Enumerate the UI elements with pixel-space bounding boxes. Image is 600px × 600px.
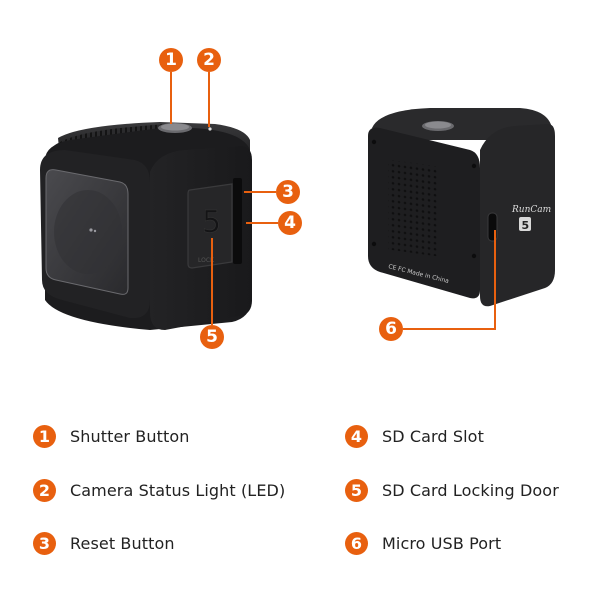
legend-item-sd-card-locking-door: 5 SD Card Locking Door [345, 478, 559, 502]
front-callout-lines [170, 72, 278, 325]
callout-badge-4: 4 [278, 211, 302, 235]
camera-illustration: 5 LOCK CE FC Made in China RunCam [40, 72, 555, 330]
callout-badge-6: 6 [379, 317, 403, 341]
svg-text:5: 5 [522, 219, 530, 232]
legend-number-badge: 5 [345, 478, 368, 502]
legend-label: Micro USB Port [382, 533, 502, 553]
callout-badge-5: 5 [200, 325, 224, 349]
legend-item-sd-card-slot: 4 SD Card Slot [345, 424, 484, 448]
legend-label: SD Card Slot [382, 426, 484, 446]
legend-label: Camera Status Light (LED) [70, 480, 286, 500]
back-callout-line [403, 230, 496, 330]
legend-number-badge: 2 [33, 478, 56, 502]
legend-item-reset-button: 3 Reset Button [33, 531, 175, 555]
svg-text:5: 5 [202, 205, 221, 240]
legend-number-badge: 1 [33, 424, 56, 448]
legend-item-micro-usb-port: 6 Micro USB Port [345, 531, 501, 555]
legend-label: SD Card Locking Door [382, 480, 559, 500]
legend-item-shutter-button: 1 Shutter Button [33, 424, 190, 448]
callout-badge-1: 1 [159, 48, 183, 72]
legend-number-badge: 4 [345, 424, 368, 448]
legend-number-badge: 6 [345, 531, 368, 555]
callout-badge-2: 2 [197, 48, 221, 72]
svg-text:RunCam: RunCam [511, 205, 551, 215]
svg-text:LOCK: LOCK [198, 257, 215, 264]
callout-badge-3: 3 [276, 180, 300, 204]
back-camera: CE FC Made in China RunCam 5 [368, 108, 555, 307]
legend-label: Reset Button [70, 533, 175, 553]
legend-number-badge: 3 [33, 531, 56, 555]
legend-item-status-light: 2 Camera Status Light (LED) [33, 478, 285, 502]
front-camera: 5 LOCK [40, 122, 252, 330]
legend-label: Shutter Button [70, 426, 190, 446]
